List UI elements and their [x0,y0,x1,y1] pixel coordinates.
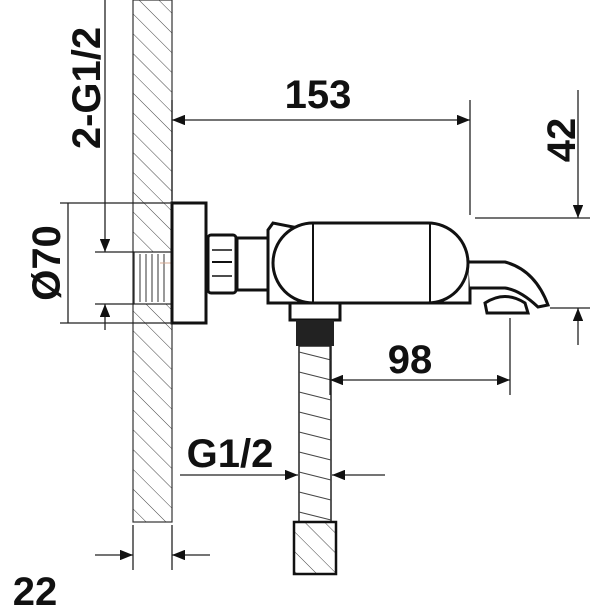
spout [468,260,551,309]
dim-22: 22 [13,570,58,612]
dim-42: 42 [540,118,584,163]
body-capsule [271,221,470,305]
shower-hose [292,345,338,576]
dim-98: 98 [388,338,433,382]
dim-2-g12-inlet: 2-G1/2 [65,27,109,149]
outlet-thread [296,320,334,346]
dim-g12-outlet: G1/2 [187,432,274,476]
wall-section [132,0,173,523]
dimension-lines [60,0,590,570]
dim-153: 153 [285,73,352,117]
aerator [483,295,531,315]
faucet-body [170,201,551,346]
dim-diameter-70: Ø70 [25,225,69,301]
hex-nut [206,233,238,295]
wall-flange [170,201,208,325]
